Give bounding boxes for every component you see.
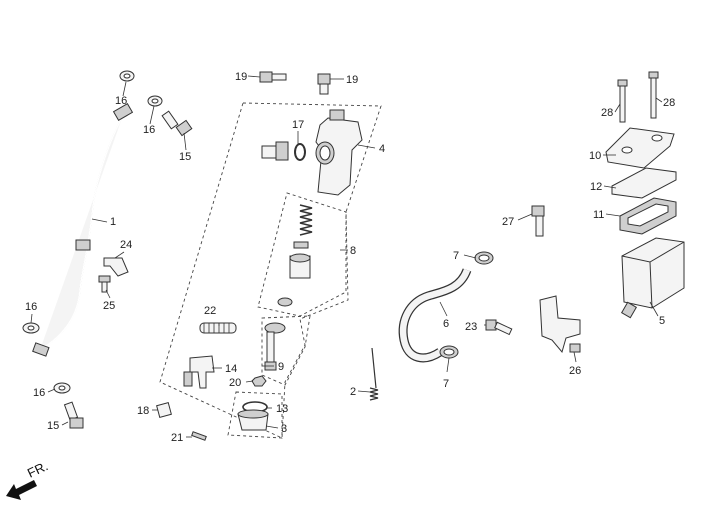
callout-27: 27 — [502, 216, 514, 228]
fluid-reservoir[interactable] — [620, 237, 685, 319]
callout-7: 7 — [443, 378, 449, 390]
washer-upper-b[interactable] — [147, 95, 163, 107]
callout-14: 14 — [225, 363, 237, 375]
diaphragm[interactable] — [619, 197, 677, 235]
callout-9: 9 — [278, 361, 284, 373]
callout-7: 7 — [453, 250, 459, 262]
hose-clamp[interactable] — [103, 257, 129, 277]
front-direction-indicator: FR. — [6, 458, 50, 500]
washer-lower-b[interactable] — [53, 382, 71, 394]
callout-4: 4 — [379, 143, 385, 155]
callout-6: 6 — [443, 318, 449, 330]
master-cylinder-assembly-outline — [159, 102, 382, 439]
clevis-joint[interactable] — [183, 355, 215, 389]
callout-8: 8 — [350, 245, 356, 257]
retaining-clip[interactable] — [156, 402, 172, 418]
cap-screw-right[interactable] — [648, 71, 659, 119]
diaphragm-plate[interactable] — [611, 167, 677, 199]
direction-arrow-icon — [6, 480, 37, 500]
brake-hose[interactable] — [32, 102, 134, 357]
reservoir-bolt[interactable] — [485, 319, 513, 336]
callout-19: 19 — [235, 71, 247, 83]
callout-15: 15 — [179, 151, 191, 163]
callout-24: 24 — [120, 239, 132, 251]
callout-22: 22 — [204, 305, 216, 317]
clamp-bolt[interactable] — [98, 275, 111, 293]
banjo-bolt-lower[interactable] — [63, 401, 84, 429]
hose-clip-lower[interactable] — [439, 345, 459, 359]
fitting-joint[interactable] — [261, 141, 289, 161]
callout-1: 1 — [110, 216, 116, 228]
master-cylinder-body[interactable] — [315, 109, 363, 196]
cotter-pin[interactable] — [191, 431, 207, 441]
callout-21: 21 — [171, 432, 183, 444]
lock-nut[interactable] — [251, 375, 267, 387]
callout-28: 28 — [601, 107, 613, 119]
boot-outline — [227, 391, 283, 439]
hose-clip-upper[interactable] — [474, 251, 494, 265]
callout-28: 28 — [663, 97, 675, 109]
leader-lines — [30, 75, 663, 438]
return-spring[interactable] — [199, 322, 237, 334]
callout-25: 25 — [103, 300, 115, 312]
callout-16: 16 — [25, 301, 37, 313]
callout-5: 5 — [659, 315, 665, 327]
direction-label: FR. — [25, 458, 50, 480]
callout-3: 3 — [281, 423, 287, 435]
reservoir-cap[interactable] — [605, 127, 675, 169]
cap-screw-left[interactable] — [617, 79, 628, 123]
callout-19: 19 — [346, 74, 358, 86]
o-ring[interactable] — [294, 143, 306, 161]
callout-16: 16 — [33, 387, 45, 399]
callout-11: 11 — [593, 209, 604, 221]
callout-13: 13 — [276, 403, 288, 415]
banjo-bolt-upper[interactable] — [161, 110, 193, 137]
callout-17: 17 — [292, 119, 304, 131]
callout-2: 2 — [350, 386, 356, 398]
callout-16: 16 — [143, 124, 155, 136]
washer-lower-a[interactable] — [22, 322, 40, 334]
mounting-screw-left[interactable] — [259, 71, 287, 83]
piston-kit[interactable] — [277, 204, 313, 307]
callout-15: 15 — [47, 420, 59, 432]
callout-10: 10 — [589, 150, 601, 162]
callout-23: 23 — [465, 321, 477, 333]
callout-26: 26 — [569, 365, 581, 377]
mounting-screw-right[interactable] — [317, 73, 331, 95]
callout-20: 20 — [229, 377, 241, 389]
reservoir-bracket[interactable] — [539, 295, 581, 354]
bracket-bolt[interactable] — [531, 205, 545, 237]
pushrod-outline — [261, 315, 311, 386]
dust-boot[interactable] — [237, 409, 269, 431]
callout-16: 16 — [115, 95, 127, 107]
switch-spring[interactable] — [369, 347, 379, 401]
washer-upper-a[interactable] — [119, 70, 135, 82]
callout-18: 18 — [137, 405, 149, 417]
reservoir-hose[interactable] — [398, 268, 472, 363]
callout-12: 12 — [590, 181, 602, 193]
